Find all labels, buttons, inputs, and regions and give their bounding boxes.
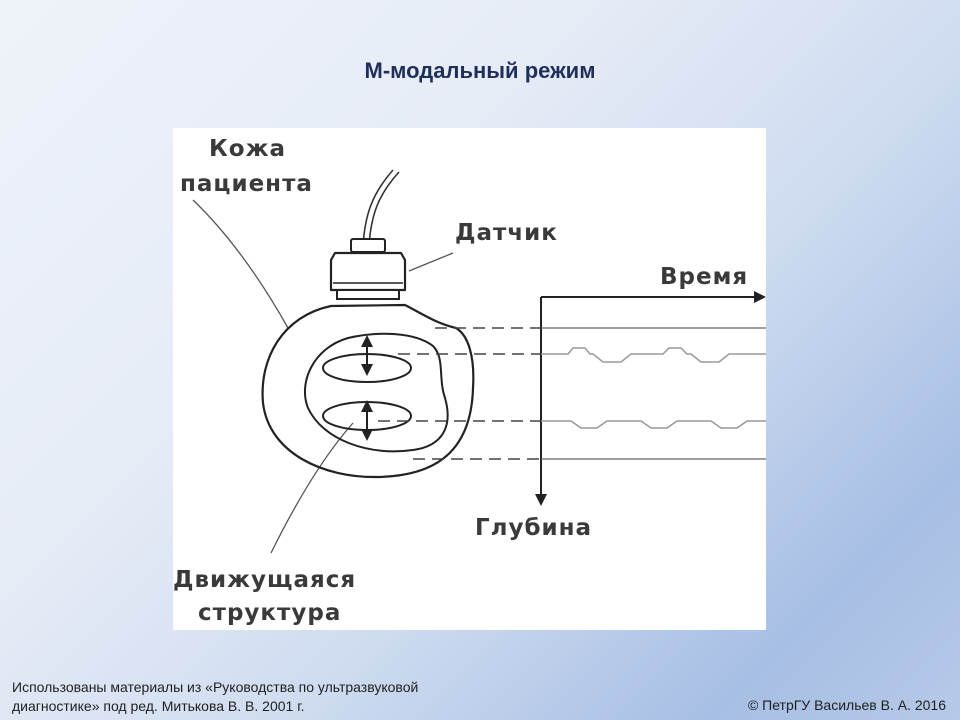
source-note-line1: Использованы материалы из «Руководства п… [12,679,419,695]
label-skin-line2: пациента [180,171,313,197]
slide-title: М-модальный режим [364,58,596,83]
m-mode-diagram-svg: Кожа пациента Датчик Время Глубина Движу… [173,136,766,626]
depth-axis [535,297,547,506]
m-mode-diagram: Кожа пациента Датчик Время Глубина Движу… [173,128,766,630]
label-depth-axis: Глубина [475,515,592,541]
m-mode-trace-structure-lower [541,420,766,429]
motion-arrow-lower-icon [361,400,373,441]
organ-boundary [303,332,449,453]
motion-arrow-upper-icon [361,335,373,376]
label-moving-line2: структура [198,600,341,626]
patient-skin-outline [261,303,475,479]
time-axis [541,291,766,303]
source-note: Использованы материалы из «Руководства п… [12,678,532,716]
transducer-cable [362,169,394,247]
source-note-line2: диагностике» под ред. Митькова В. В. 200… [12,698,305,714]
leader-line-transducer [408,252,454,272]
leader-line-skin [192,199,289,329]
copyright-note: © ПетрГУ Васильев В. А. 2016 [747,697,946,713]
label-transducer: Датчик [455,220,558,246]
label-time-axis: Время [660,264,748,290]
leader-line-moving-structure [270,422,354,554]
m-mode-trace-structure-upper [541,347,766,363]
label-skin-line1: Кожа [209,136,286,162]
projection-lines [378,327,541,460]
label-moving-line1: Движущаяся [173,567,356,593]
transducer-icon [329,238,407,300]
